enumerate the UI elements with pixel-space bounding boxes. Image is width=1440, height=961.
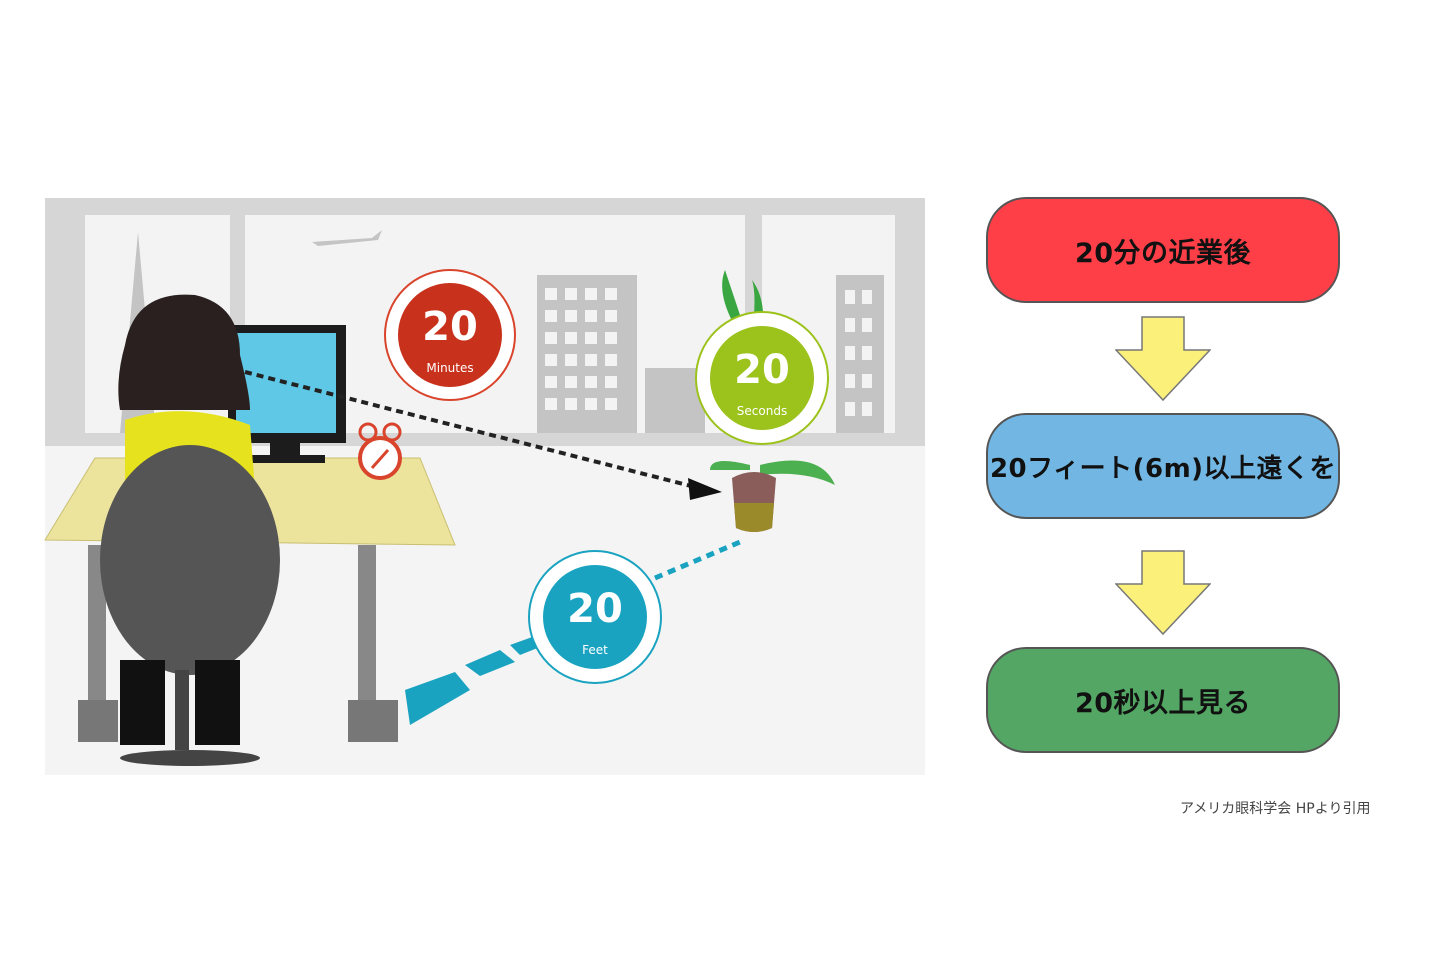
down-arrow-icon: [1115, 316, 1211, 402]
gaze-direction-arrow: [244, 370, 696, 489]
person-at-desk: [100, 294, 280, 766]
badge-label: Feet: [582, 643, 608, 657]
badge-label: Minutes: [426, 361, 473, 375]
badge-label: Seconds: [737, 404, 787, 418]
potted-plant: [710, 270, 835, 532]
computer-monitor: [228, 325, 346, 463]
down-arrow-icon: [1115, 550, 1211, 636]
badge-number: 20: [734, 347, 790, 393]
distance-marker: [405, 539, 741, 725]
step-text: 20フィート(6m)以上遠くを: [989, 453, 1337, 484]
flow-step-look-20-feet: 20フィート(6m)以上遠くを: [986, 413, 1340, 519]
badge-20-seconds: 20 Seconds: [695, 311, 829, 445]
source-credit: アメリカ眼科学会 HPより引用: [1180, 801, 1371, 817]
badge-20-feet: 20 Feet: [528, 550, 662, 684]
flow-step-after-20-minutes: 20分の近業後: [986, 197, 1340, 303]
badge-20-minutes: 20 Minutes: [384, 269, 516, 401]
alarm-clock-icon: [358, 422, 402, 480]
step-text: 20分の近業後: [1074, 237, 1252, 269]
badge-number: 20: [422, 304, 478, 350]
step-text: 20秒以上見る: [1074, 687, 1252, 719]
badge-number: 20: [567, 586, 623, 632]
flow-step-20-seconds: 20秒以上見る: [986, 647, 1340, 753]
